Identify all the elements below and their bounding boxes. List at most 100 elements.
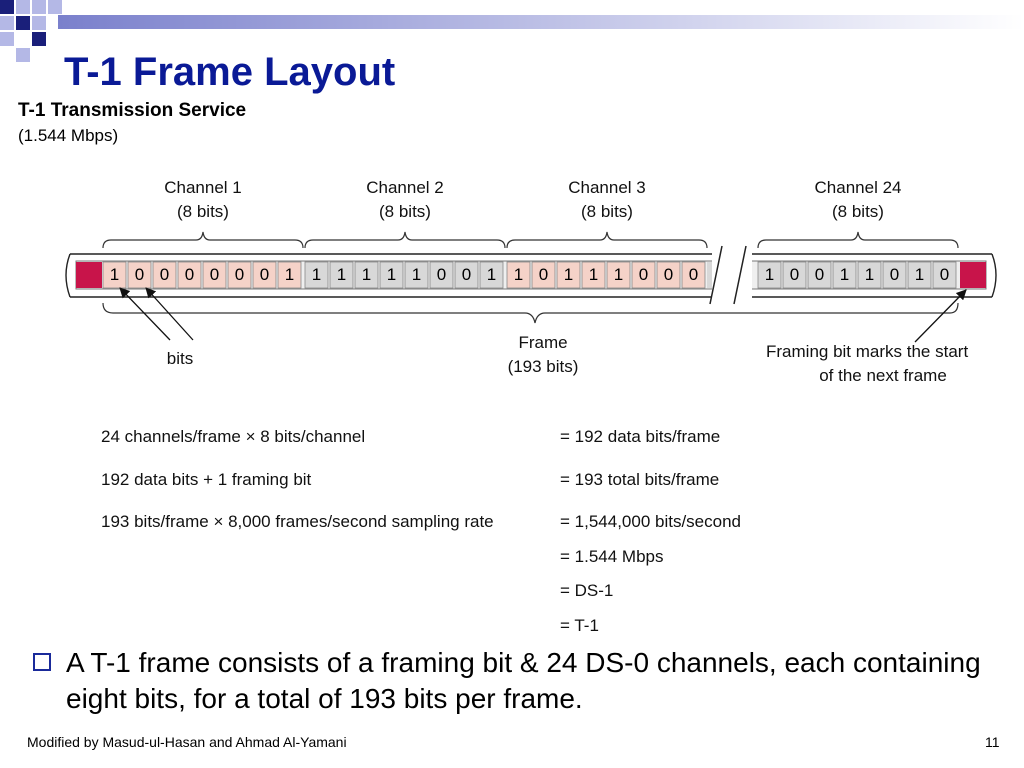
bit-cell bbox=[329, 261, 354, 289]
checkbox-bullet-icon bbox=[33, 653, 51, 671]
channel-brace bbox=[102, 231, 304, 249]
bit-value: 0 bbox=[259, 265, 270, 284]
deco-square bbox=[32, 0, 46, 14]
channel-brace bbox=[757, 231, 959, 249]
channel-label: Channel 1 bbox=[164, 178, 242, 197]
bit-value: 1 bbox=[284, 265, 295, 284]
bits-label: bits bbox=[166, 349, 194, 368]
bit-cell bbox=[202, 261, 227, 289]
bit-value: 0 bbox=[939, 265, 950, 284]
bit-value: 1 bbox=[914, 265, 925, 284]
channel-bits-label: (8 bits) bbox=[581, 202, 633, 221]
deco-square bbox=[16, 48, 30, 62]
equation-right: = 1,544,000 bits/second bbox=[560, 512, 741, 531]
footer-credit: Modified by Masud-ul-Hasan and Ahmad Al-… bbox=[27, 734, 347, 750]
bit-cell bbox=[932, 261, 957, 289]
bit-value: 0 bbox=[436, 265, 447, 284]
bit-cell bbox=[857, 261, 882, 289]
framing-arrow bbox=[914, 289, 967, 343]
frame-diagram bbox=[65, 231, 997, 343]
bit-cell bbox=[479, 261, 504, 289]
bit-value: 1 bbox=[361, 265, 372, 284]
bit-value: 1 bbox=[336, 265, 347, 284]
bit-value: 1 bbox=[109, 265, 120, 284]
frame-label: Frame bbox=[518, 333, 568, 352]
bit-value: 1 bbox=[588, 265, 599, 284]
channel-label: Channel 24 bbox=[814, 178, 902, 197]
bit-value: 0 bbox=[209, 265, 220, 284]
bit-cell bbox=[454, 261, 479, 289]
bit-value: 0 bbox=[159, 265, 170, 284]
bit-cell bbox=[832, 261, 857, 289]
channel-bits-label: (8 bits) bbox=[832, 202, 884, 221]
bit-cell bbox=[581, 261, 606, 289]
deco-square bbox=[0, 32, 14, 46]
bit-value: 0 bbox=[638, 265, 649, 284]
bit-value: 1 bbox=[839, 265, 850, 284]
bit-value: 0 bbox=[538, 265, 549, 284]
bits-arrow bbox=[145, 287, 194, 341]
bullet-text: A T-1 frame consists of a framing bit & … bbox=[66, 647, 981, 714]
framing-bit bbox=[960, 262, 986, 288]
bit-cell bbox=[127, 261, 152, 289]
bit-value: 0 bbox=[234, 265, 245, 284]
bit-value: 0 bbox=[461, 265, 472, 284]
bit-value: 1 bbox=[864, 265, 875, 284]
frame-bits-label: (193 bits) bbox=[507, 357, 579, 376]
bit-cell bbox=[782, 261, 807, 289]
framing-label-2: of the next frame bbox=[819, 366, 947, 385]
bit-value: 1 bbox=[411, 265, 422, 284]
equation-left: 192 data bits + 1 framing bit bbox=[101, 470, 312, 489]
figure-rate: (1.544 Mbps) bbox=[18, 126, 119, 145]
equation-right: = 192 data bits/frame bbox=[560, 427, 721, 446]
framing-bit bbox=[76, 262, 102, 288]
frame-tube bbox=[70, 253, 992, 298]
deco-square bbox=[0, 16, 14, 30]
equation-left: 24 channels/frame × 8 bits/channel bbox=[101, 427, 366, 446]
bit-value: 0 bbox=[184, 265, 195, 284]
bit-value: 0 bbox=[663, 265, 674, 284]
bit-cell bbox=[354, 261, 379, 289]
bit-value: 0 bbox=[789, 265, 800, 284]
figure-title: T-1 Transmission Service bbox=[18, 100, 247, 121]
deco-square bbox=[32, 32, 46, 46]
bit-value: 0 bbox=[134, 265, 145, 284]
bit-cell bbox=[656, 261, 681, 289]
bit-cell bbox=[177, 261, 202, 289]
bit-cell bbox=[556, 261, 581, 289]
bit-cell bbox=[304, 261, 329, 289]
bit-cell bbox=[227, 261, 252, 289]
bit-cell bbox=[379, 261, 404, 289]
bit-cell bbox=[807, 261, 832, 289]
bit-cell bbox=[907, 261, 932, 289]
channel-label: Channel 2 bbox=[366, 178, 444, 197]
bit-cell bbox=[631, 261, 656, 289]
bit-cell bbox=[152, 261, 177, 289]
equation-right: = 193 total bits/frame bbox=[560, 470, 720, 489]
page-number: 11 bbox=[985, 734, 1000, 750]
channel-bits-label: (8 bits) bbox=[379, 202, 431, 221]
bit-value: 1 bbox=[764, 265, 775, 284]
bit-cell bbox=[429, 261, 454, 289]
bit-cell bbox=[506, 261, 531, 289]
channel-brace bbox=[304, 231, 506, 249]
channel-bits-label: (8 bits) bbox=[177, 202, 229, 221]
bit-value: 0 bbox=[889, 265, 900, 284]
bit-cell bbox=[757, 261, 782, 289]
deco-square bbox=[16, 16, 30, 30]
bit-value: 0 bbox=[814, 265, 825, 284]
bit-cell bbox=[882, 261, 907, 289]
deco-square bbox=[48, 0, 62, 14]
equation-right: = 1.544 Mbps bbox=[560, 547, 664, 566]
bit-cell bbox=[252, 261, 277, 289]
bit-cell bbox=[277, 261, 302, 289]
slide-title: T-1 Frame Layout bbox=[64, 50, 396, 94]
bit-value: 1 bbox=[613, 265, 624, 284]
deco-square bbox=[0, 0, 14, 14]
frame-brace bbox=[102, 302, 959, 324]
channel-label: Channel 3 bbox=[568, 178, 646, 197]
bit-cell bbox=[606, 261, 631, 289]
bit-value: 1 bbox=[513, 265, 524, 284]
bit-value: 1 bbox=[311, 265, 322, 284]
channel-brace bbox=[506, 231, 708, 249]
